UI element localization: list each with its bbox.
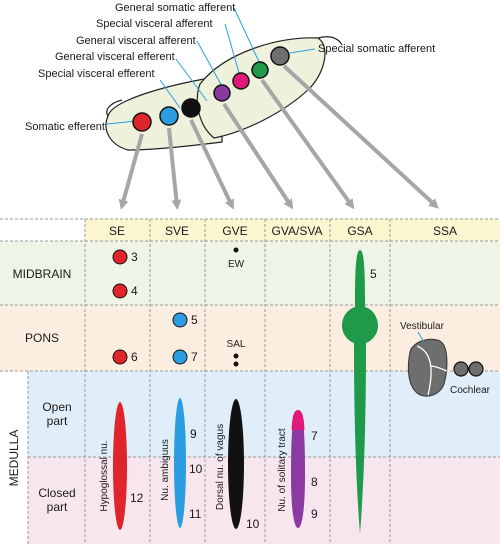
label-general-visceral-afferent: General visceral afferent bbox=[76, 35, 196, 47]
col-header-se: SE bbox=[109, 224, 125, 238]
label-ew: EW bbox=[228, 259, 245, 270]
top-dot-general-somatic-afferent bbox=[251, 61, 269, 79]
sve-nucleus-5 bbox=[172, 312, 188, 328]
cochlear-nucleus-1 bbox=[453, 361, 469, 377]
row-label-midbrain: MIDBRAIN bbox=[13, 267, 72, 281]
label-solitary: Nu. of solitary tract bbox=[277, 428, 288, 512]
number-5-pons: 5 bbox=[191, 313, 198, 327]
cochlear-nucleus-2 bbox=[468, 361, 484, 377]
vestibular-leader bbox=[417, 331, 425, 343]
label-general-somatic-afferent: General somatic afferent bbox=[115, 2, 235, 14]
row-label-closed-2: part bbox=[47, 500, 68, 514]
column-separators bbox=[27, 219, 391, 544]
top-dot-special-visceral-efferent bbox=[159, 106, 179, 126]
leader-lines bbox=[106, 7, 316, 125]
number-10-sve: 10 bbox=[189, 462, 203, 476]
column-arrows bbox=[118, 64, 439, 210]
label-special-visceral-afferent: Special visceral afferent bbox=[96, 18, 213, 30]
label-somatic-efferent: Somatic efferent bbox=[25, 121, 105, 133]
top-dot-somatic-efferent bbox=[132, 112, 152, 132]
trigeminal-sensory-nucleus bbox=[342, 250, 378, 534]
label-general-visceral-efferent: General visceral efferent bbox=[55, 51, 175, 63]
row-label-medulla: MEDULLA bbox=[7, 430, 21, 487]
label-sal: SAL bbox=[227, 339, 246, 350]
top-dot-general-visceral-afferent bbox=[213, 84, 231, 102]
col-header-gve: GVE bbox=[222, 224, 247, 238]
se-nucleus-3 bbox=[112, 249, 128, 265]
label-cochlear: Cochlear bbox=[450, 385, 491, 396]
col-header-sve: SVE bbox=[165, 224, 189, 238]
header-row-bg bbox=[85, 219, 500, 241]
solitary-tract-nucleus bbox=[291, 410, 305, 528]
row-label-closed-1: Closed bbox=[38, 486, 75, 500]
number-9-solitary: 9 bbox=[311, 507, 318, 521]
label-vestibular: Vestibular bbox=[400, 321, 445, 332]
number-11: 11 bbox=[189, 507, 202, 521]
number-12: 12 bbox=[130, 491, 144, 505]
row-label-open-1: Open bbox=[42, 400, 71, 414]
col-header-gsa: GSA bbox=[347, 224, 372, 238]
label-ambiguus: Nu. ambiguus bbox=[160, 439, 171, 501]
label-dorsal-vagus: Dorsal nu. of vagus bbox=[215, 424, 226, 510]
midbrain-row-bg bbox=[0, 241, 500, 305]
sve-nucleus-7 bbox=[172, 349, 188, 365]
number-7-pons: 7 bbox=[191, 350, 198, 364]
number-4: 4 bbox=[131, 284, 138, 298]
number-10-gve: 10 bbox=[246, 517, 260, 531]
number-6: 6 bbox=[131, 350, 138, 364]
col-header-gva-sva: GVA/SVA bbox=[272, 224, 323, 238]
number-3: 3 bbox=[131, 250, 138, 264]
dorsal-vagus-nucleus bbox=[228, 399, 244, 529]
top-dot-special-visceral-afferent bbox=[232, 72, 250, 90]
label-special-visceral-efferent: Special visceral efferent bbox=[38, 68, 155, 80]
top-dot-special-somatic-afferent bbox=[270, 46, 290, 66]
solitary-tract-sva-part bbox=[291, 410, 305, 430]
top-dot-general-visceral-efferent bbox=[181, 98, 201, 118]
closed-part-bg bbox=[28, 457, 500, 544]
number-7-solitary: 7 bbox=[311, 429, 318, 443]
label-hypoglossal: Hypoglossal nu. bbox=[99, 440, 110, 511]
col-header-ssa: SSA bbox=[433, 224, 457, 238]
label-special-somatic-afferent: Special somatic afferent bbox=[318, 43, 435, 55]
row-label-open-2: part bbox=[47, 414, 68, 428]
vestibular-nuclei bbox=[407, 338, 448, 397]
number-8: 8 bbox=[311, 475, 318, 489]
sal-nucleus-dot-1 bbox=[233, 353, 239, 359]
hypoglossal-nucleus bbox=[113, 402, 127, 530]
se-nucleus-4 bbox=[112, 283, 128, 299]
ew-nucleus-dot bbox=[233, 247, 239, 253]
row-label-pons: PONS bbox=[25, 331, 59, 345]
se-nucleus-6 bbox=[112, 349, 128, 365]
number-5-gsa: 5 bbox=[370, 267, 377, 281]
sal-nucleus-dot-2 bbox=[233, 361, 239, 367]
number-9: 9 bbox=[190, 427, 197, 441]
nucleus-ambiguus bbox=[174, 398, 186, 528]
